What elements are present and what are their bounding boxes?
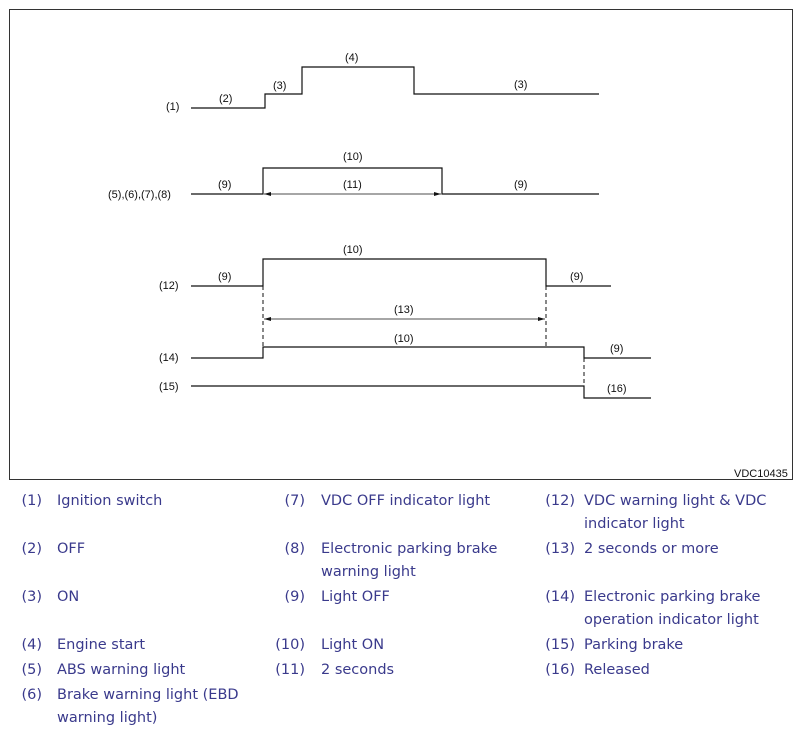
label-9-row3-left: (9) bbox=[218, 271, 231, 283]
legend-num-2: (2) bbox=[21, 541, 42, 557]
parking-brake-signal-line bbox=[191, 385, 651, 399]
figure-code: VDC10435 bbox=[734, 468, 788, 480]
legend-text-1: Ignition switch bbox=[57, 493, 163, 509]
label-16: (16) bbox=[607, 383, 627, 395]
label-10-row2: (10) bbox=[343, 151, 363, 163]
legend-num-10: (10) bbox=[275, 637, 305, 653]
arrowhead-right bbox=[434, 192, 441, 196]
legend-num-13: (13) bbox=[545, 541, 575, 557]
label-10-row4: (10) bbox=[394, 333, 414, 345]
arrowhead-right-13 bbox=[538, 317, 545, 321]
warning-lights-signal-line bbox=[191, 167, 599, 195]
label-11: (11) bbox=[343, 179, 362, 191]
legend-num-6: (6) bbox=[21, 687, 42, 703]
label-9-row2-right: (9) bbox=[514, 179, 527, 191]
label-5-6-7-8: (5),(6),(7),(8) bbox=[108, 189, 171, 201]
legend-num-1: (1) bbox=[21, 493, 42, 509]
legend-text-6: Brake warning light (EBD warning light) bbox=[57, 687, 239, 726]
arrowhead-left-13 bbox=[264, 317, 271, 321]
label-12: (12) bbox=[159, 280, 179, 292]
label-9-row2-left: (9) bbox=[218, 179, 231, 191]
legend-text-14: Electronic parking brake operation indic… bbox=[584, 589, 761, 628]
legend-text-13: 2 seconds or more bbox=[584, 541, 719, 557]
legend-num-3: (3) bbox=[21, 589, 42, 605]
legend-num-15: (15) bbox=[545, 637, 575, 653]
label-3-first: (3) bbox=[273, 80, 286, 92]
legend-text-9: Light OFF bbox=[321, 589, 390, 605]
timing-diagram-svg: (1) (2) (3) (4) (3) (5),(6),(7),(8) (9) … bbox=[108, 52, 788, 480]
legend-text-12: VDC warning light & VDC indicator light bbox=[584, 493, 767, 532]
label-14: (14) bbox=[159, 352, 179, 364]
legend-text-8: Electronic parking brake warning light bbox=[321, 541, 498, 580]
vdc-light-signal-line bbox=[191, 258, 611, 287]
legend-num-11: (11) bbox=[275, 662, 305, 678]
legend-text-11: 2 seconds bbox=[321, 662, 395, 678]
label-1: (1) bbox=[166, 101, 179, 113]
legend-text-16: Released bbox=[584, 662, 650, 678]
legend-num-4: (4) bbox=[21, 637, 42, 653]
legend-num-7: (7) bbox=[284, 493, 305, 509]
legend: (1) Ignition switch (2) OFF (3) ON (4) E… bbox=[0, 484, 804, 735]
label-10-row3: (10) bbox=[343, 244, 363, 256]
ignition-signal-line bbox=[191, 66, 599, 109]
legend-text-2: OFF bbox=[57, 541, 86, 557]
label-9-row3-right: (9) bbox=[570, 271, 583, 283]
legend-num-16: (16) bbox=[545, 662, 575, 678]
timing-diagram: (1) (2) (3) (4) (3) (5),(6),(7),(8) (9) … bbox=[9, 9, 793, 480]
legend-text-4: Engine start bbox=[57, 637, 146, 653]
label-4: (4) bbox=[345, 52, 358, 64]
legend-num-14: (14) bbox=[545, 589, 575, 605]
legend-text-15: Parking brake bbox=[584, 637, 684, 653]
label-15: (15) bbox=[159, 381, 179, 393]
legend-text-10: Light ON bbox=[321, 637, 385, 653]
legend-num-12: (12) bbox=[545, 493, 575, 509]
legend-text-5: ABS warning light bbox=[57, 662, 186, 678]
label-2: (2) bbox=[219, 93, 232, 105]
legend-num-9: (9) bbox=[284, 589, 305, 605]
label-9-row4: (9) bbox=[610, 343, 623, 355]
label-13: (13) bbox=[394, 304, 414, 316]
legend-num-8: (8) bbox=[284, 541, 305, 557]
legend-text-3: ON bbox=[57, 589, 80, 605]
legend-text-7: VDC OFF indicator light bbox=[321, 493, 491, 509]
arrowhead-left bbox=[264, 192, 271, 196]
epb-indicator-signal-line bbox=[191, 346, 651, 359]
legend-num-5: (5) bbox=[21, 662, 42, 678]
label-3-second: (3) bbox=[514, 79, 527, 91]
